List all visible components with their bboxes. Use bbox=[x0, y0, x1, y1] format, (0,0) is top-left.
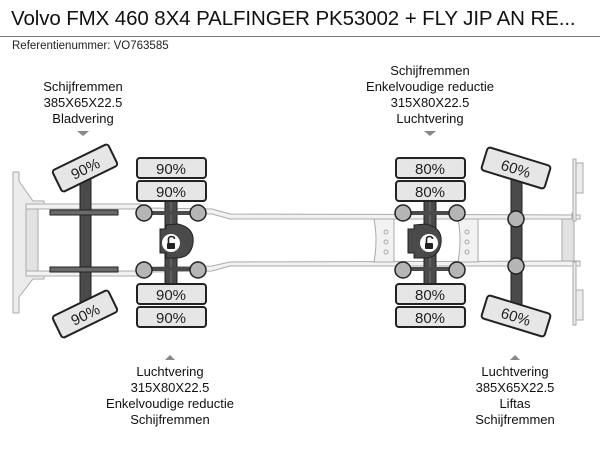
axle-2-tire-bottom-inner[interactable]: 90% bbox=[136, 283, 207, 305]
axle-3-spec-suspension: Luchtvering bbox=[396, 111, 464, 126]
axle-4-pointer-icon bbox=[510, 355, 520, 360]
axle-3-tire-bottom-inner-wear: 80% bbox=[415, 287, 445, 304]
axle-2-tire-bottom-outer[interactable]: 90% bbox=[136, 306, 207, 328]
axle-1-spec-tire-size: 385X65X22.5 bbox=[43, 95, 123, 110]
axle-3-joint bbox=[448, 204, 466, 222]
axle-2-tire-bottom-inner-wear: 90% bbox=[156, 287, 186, 304]
axle-3-pointer-icon bbox=[424, 131, 436, 136]
axle-4-spec-tire-size: 385X65X22.5 bbox=[475, 380, 555, 395]
axle-1-tire-bottom[interactable]: 90% bbox=[51, 289, 119, 339]
axle-2-tire-top-inner[interactable]: 90% bbox=[136, 180, 207, 202]
axle-2-spec-label: Luchtvering 315X80X22.5 Enkelvoudige red… bbox=[90, 355, 250, 428]
axle-4-spec-lift: Liftas bbox=[499, 396, 531, 411]
axle-2-spec-tire-size: 315X80X22.5 bbox=[130, 380, 210, 395]
axle-3-tire-top-outer[interactable]: 80% bbox=[395, 157, 466, 179]
axle-2-pointer-icon bbox=[165, 355, 175, 360]
axle-2-spec-suspension: Luchtvering bbox=[136, 364, 204, 379]
axle-4-spec-suspension: Luchtvering bbox=[481, 364, 549, 379]
reference-number: Referentienummer: VO763585 bbox=[12, 40, 169, 52]
axle-2-joint bbox=[135, 261, 153, 279]
axle-2-joint bbox=[189, 261, 207, 279]
axle-1-spec-suspension: Bladvering bbox=[52, 111, 114, 126]
axle-2-spec-brakes: Schijfremmen bbox=[130, 412, 210, 427]
axle-3-unlock-icon bbox=[420, 234, 438, 252]
axle-3-tire-bottom-inner[interactable]: 80% bbox=[395, 283, 466, 305]
axle-2-tire-bottom-outer-wear: 90% bbox=[156, 310, 186, 327]
axle-2-unlock-icon bbox=[162, 234, 180, 252]
axle-1-spec-label: Schijfremmen 385X65X22.5 Bladvering bbox=[28, 79, 138, 136]
axle-2-tire-top-outer[interactable]: 90% bbox=[136, 157, 207, 179]
axle-3-tire-top-inner[interactable]: 80% bbox=[395, 180, 466, 202]
header-divider bbox=[0, 36, 600, 37]
axle-3-spec-tire-size: 315X80X22.5 bbox=[390, 95, 470, 110]
axle-2-joint bbox=[189, 204, 207, 222]
axle-4-tire-bottom[interactable]: 60% bbox=[480, 294, 552, 338]
axle-2: 90% 90% 90% 90% bbox=[135, 157, 207, 328]
axle-1-pointer-icon bbox=[77, 131, 89, 136]
axle-3-joint bbox=[394, 261, 412, 279]
axle-3-spec-reduction: Enkelvoudige reductie bbox=[366, 79, 494, 94]
axle-1: 90% 90% bbox=[49, 143, 119, 339]
axle-4-spec-brakes: Schijfremmen bbox=[475, 412, 555, 427]
axle-3: 80% 80% 80% 80% bbox=[394, 157, 466, 328]
axle-3-joint bbox=[448, 261, 466, 279]
axle-4-joint bbox=[507, 210, 525, 228]
axle-4-tire-top[interactable]: 60% bbox=[480, 146, 552, 190]
axle-4-joint bbox=[507, 257, 525, 275]
axle-2-tire-top-outer-wear: 90% bbox=[156, 161, 186, 178]
axle-3-tire-top-inner-wear: 80% bbox=[415, 184, 445, 201]
page-title: Volvo FMX 460 8X4 PALFINGER PK53002 + FL… bbox=[11, 7, 576, 30]
axle-3-spec-label: Schijfremmen Enkelvoudige reductie 315X8… bbox=[350, 63, 510, 136]
rear-bumper bbox=[571, 158, 584, 326]
front-bumper bbox=[12, 171, 45, 314]
axle-4: 60% 60% bbox=[480, 146, 552, 338]
axle-3-tire-top-outer-wear: 80% bbox=[415, 161, 445, 178]
axle-3-joint bbox=[394, 204, 412, 222]
axle-3-tire-bottom-outer[interactable]: 80% bbox=[395, 306, 466, 328]
axle-2-spec-reduction: Enkelvoudige reductie bbox=[106, 396, 234, 411]
axle-4-spec-label: Luchtvering 385X65X22.5 Liftas Schijfrem… bbox=[455, 355, 575, 428]
axle-2-tire-top-inner-wear: 90% bbox=[156, 184, 186, 201]
axle-2-joint bbox=[135, 204, 153, 222]
axle-3-spec-brakes: Schijfremmen bbox=[390, 63, 470, 78]
axle-1-spec-brakes: Schijfremmen bbox=[43, 79, 123, 94]
axle-3-tire-bottom-outer-wear: 80% bbox=[415, 310, 445, 327]
